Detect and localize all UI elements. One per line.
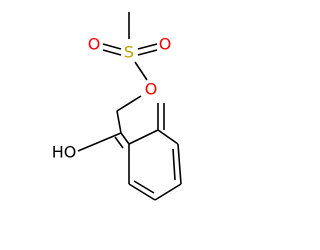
- bond-carbinol-ring-b: [114, 136, 124, 149]
- bond-ring-c1-c2: [128, 129, 159, 145]
- atom-oxygen-ester: O: [145, 80, 158, 99]
- bond-carbinol-hydroxyl: [77, 132, 122, 152]
- bond-sulfur-oxygen-right-a: [137, 43, 158, 50]
- bond-sulfur-oxygen-right-b: [137, 49, 158, 56]
- bond-sulfur-oxygen-left-b: [102, 49, 122, 56]
- atom-oxygen-right: O: [159, 35, 172, 54]
- bond-sulfur-oxygen-left-a: [102, 43, 122, 50]
- bond-ring-c4-c5: [154, 183, 182, 201]
- atom-sulfur: S: [124, 43, 134, 62]
- bond-methylene-carbinol: [116, 110, 122, 134]
- bond-sulfur-oxygen-ester: [134, 61, 148, 81]
- bond-carbinol-ring-a: [120, 132, 130, 145]
- atom-oxygen-left: O: [88, 35, 101, 54]
- bond-ring-c5-c6-inner: [133, 180, 155, 194]
- bond-oxygen-methylene: [116, 95, 142, 112]
- bond-ring-c2-c3: [157, 129, 179, 145]
- bond-ring-c5-c6: [128, 183, 156, 201]
- atom-hydroxyl: HO: [52, 143, 77, 162]
- bond-ring-c3-c4: [177, 143, 182, 185]
- bond-ring-c3-c4-inner: [172, 148, 176, 181]
- chemical-structure-diagram: S O O O HO: [52, 12, 182, 201]
